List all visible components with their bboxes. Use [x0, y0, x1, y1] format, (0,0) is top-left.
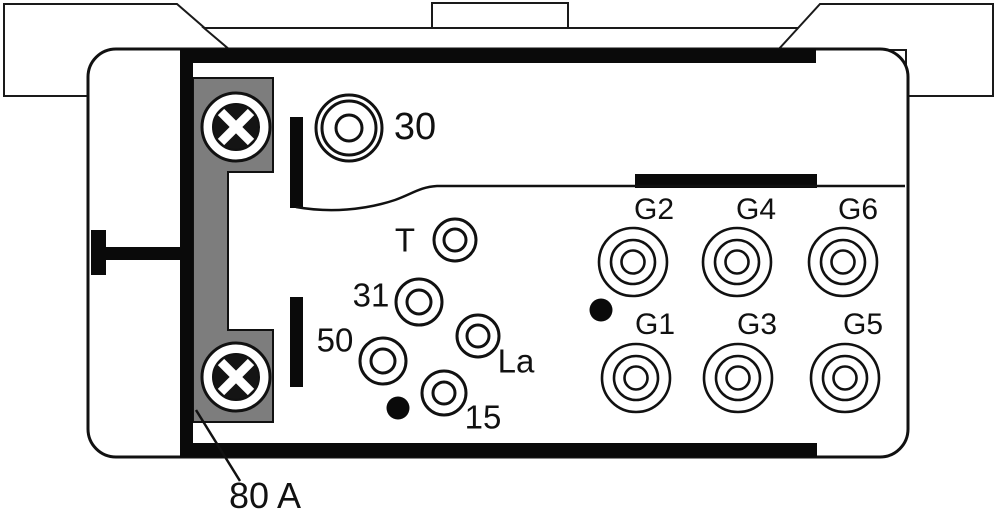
terminal-g4-pin	[701, 226, 773, 298]
fuse-rating-label: 80 A	[228, 475, 302, 514]
terminal-g1-pin	[600, 342, 672, 414]
terminal-30-label: 30	[393, 106, 437, 148]
fuse-screw-top	[200, 91, 272, 163]
terminal-g5-pin	[809, 342, 881, 414]
terminal-15-label: 15	[464, 398, 502, 436]
terminal-la-pin	[455, 313, 501, 359]
terminal-g3-pin	[702, 342, 774, 414]
side-tab-arm	[93, 247, 181, 260]
busbar-bottom	[180, 443, 817, 457]
terminal-31-pin	[394, 277, 444, 327]
busbar-left-vertical	[180, 49, 193, 457]
terminal-30-pin	[314, 93, 384, 163]
terminal-g6-pin	[807, 226, 879, 298]
terminal-t-pin	[432, 217, 478, 263]
contact-bar-lower	[290, 297, 303, 387]
housing-top-band	[201, 27, 802, 51]
fuse-screw-bottom	[200, 341, 272, 413]
fuse-leader-line	[194, 409, 242, 482]
side-tab	[91, 230, 106, 275]
terminal-t-label: T	[394, 221, 416, 259]
terminal-g1-label: G1	[634, 308, 676, 341]
terminal-50-label: 50	[316, 321, 354, 359]
fuse-strip	[192, 77, 274, 423]
control-terminals	[358, 217, 501, 417]
glow-plug-terminals	[597, 226, 881, 414]
terminal-g5-label: G5	[842, 308, 884, 341]
housing-top-tab	[431, 2, 569, 29]
terminal-g2-label: G2	[633, 193, 675, 226]
busbars	[91, 49, 817, 457]
busbar-top	[180, 49, 816, 63]
terminal-g4-label: G4	[735, 193, 777, 226]
busbar-mid-right	[635, 174, 817, 188]
index-dot-right	[589, 298, 613, 322]
terminal-31-label: 31	[352, 276, 390, 314]
terminal-g6-label: G6	[837, 193, 879, 226]
contact-bar-upper	[290, 117, 303, 208]
terminal-g2-pin	[597, 226, 669, 298]
terminal-50-pin	[358, 336, 408, 386]
index-dot-left	[386, 396, 410, 420]
terminal-15-pin	[420, 369, 468, 417]
terminal-la-label: La	[497, 342, 535, 380]
inner-contour	[295, 184, 905, 212]
terminal-g3-label: G3	[736, 308, 778, 341]
